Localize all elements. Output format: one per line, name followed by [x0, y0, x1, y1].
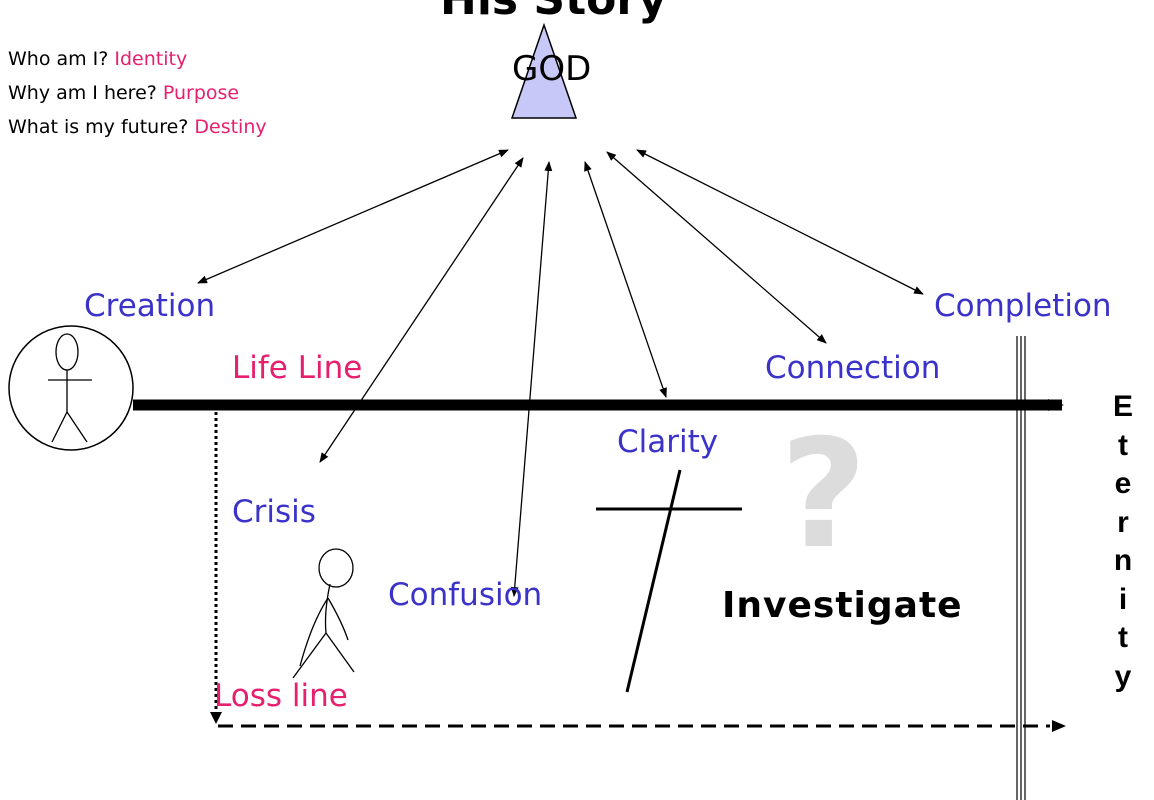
- stage-creation: Creation: [84, 288, 216, 324]
- loss-line-label: Loss line: [214, 678, 348, 714]
- eternity-letter: y: [1114, 659, 1132, 693]
- page-title: His Story: [440, 0, 667, 22]
- answer-text: Destiny: [194, 116, 267, 138]
- stage-crisis: Crisis: [232, 494, 316, 530]
- sad-person-icon: [292, 548, 355, 679]
- stage-completion: Completion: [934, 288, 1112, 324]
- god-label: GOD: [512, 49, 592, 89]
- question-identity: Who am I?Identity: [8, 50, 187, 69]
- arrow-god-completion: [636, 149, 924, 295]
- eternity-letter: t: [1118, 428, 1128, 462]
- question-text: What is my future?: [8, 116, 189, 138]
- question-mark-icon: ?: [780, 408, 868, 582]
- eternity-letter: E: [1112, 390, 1133, 423]
- investigate-label: Investigate: [722, 585, 963, 626]
- eternity-letter: i: [1118, 582, 1128, 616]
- eternity-barrier: [1016, 336, 1026, 800]
- answer-text: Purpose: [162, 82, 240, 104]
- answer-text: Identity: [114, 48, 188, 70]
- arrow-god-crisis: [319, 157, 524, 463]
- arrow-god-confusion: [510, 161, 553, 597]
- person-circle-icon: [8, 325, 134, 451]
- arrow-god-connection: [606, 151, 827, 344]
- stage-clarity: Clarity: [617, 424, 719, 460]
- question-text: Why am I here?: [8, 82, 157, 104]
- arrow-god-clarity: [584, 161, 667, 398]
- drop-arrowhead: [210, 712, 222, 724]
- stage-connection: Connection: [765, 350, 941, 386]
- god-triangle: [510, 22, 578, 119]
- eternity-letter: e: [1114, 467, 1132, 500]
- stage-confusion: Confusion: [388, 577, 543, 613]
- question-purpose: Why am I here?Purpose: [8, 84, 239, 103]
- life-line-label: Life Line: [232, 350, 363, 386]
- question-text: Who am I?: [8, 48, 109, 70]
- eternity-letter: t: [1118, 621, 1128, 654]
- eternity-letter: n: [1113, 544, 1133, 577]
- eternity-letter: r: [1117, 505, 1129, 539]
- arrow-god-creation: [197, 149, 509, 284]
- cross-icon: [596, 469, 742, 693]
- loss-line-arrowhead: [1052, 720, 1066, 732]
- question-destiny: What is my future?Destiny: [8, 118, 267, 137]
